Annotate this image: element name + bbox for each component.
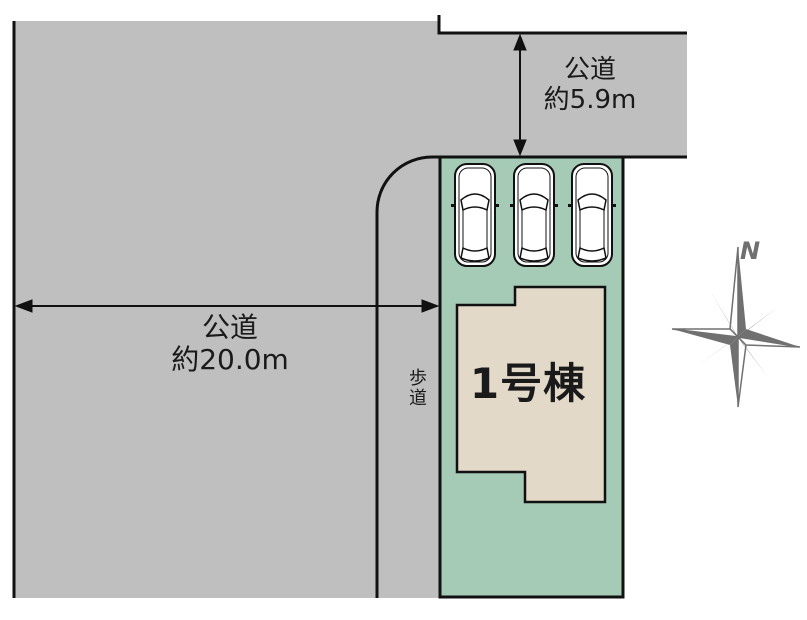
side-road-name: 公道 <box>563 55 616 85</box>
main-road-label: 公道 約20.0m <box>100 311 360 377</box>
sidewalk-label: 歩道 <box>406 368 427 408</box>
parking-cars <box>451 163 616 267</box>
compass-icon <box>671 246 801 408</box>
car-icon <box>451 163 499 267</box>
main-road <box>14 21 440 598</box>
side-road <box>440 33 687 157</box>
side-road-label: 公道 約5.9m <box>520 55 660 116</box>
car-icon <box>568 163 616 267</box>
main-road-width: 約20.0m <box>171 343 289 377</box>
side-road-width: 約5.9m <box>543 84 637 115</box>
north-label: N <box>740 237 761 265</box>
curb-line <box>375 155 440 598</box>
building-footprint <box>455 285 607 504</box>
main-road-name: 公道 <box>201 311 258 344</box>
side-road-dimension-arrow <box>513 33 527 157</box>
car-icon <box>510 163 558 267</box>
main-road-dimension-arrow <box>14 299 440 313</box>
building-label: 1号棟 <box>469 359 587 408</box>
